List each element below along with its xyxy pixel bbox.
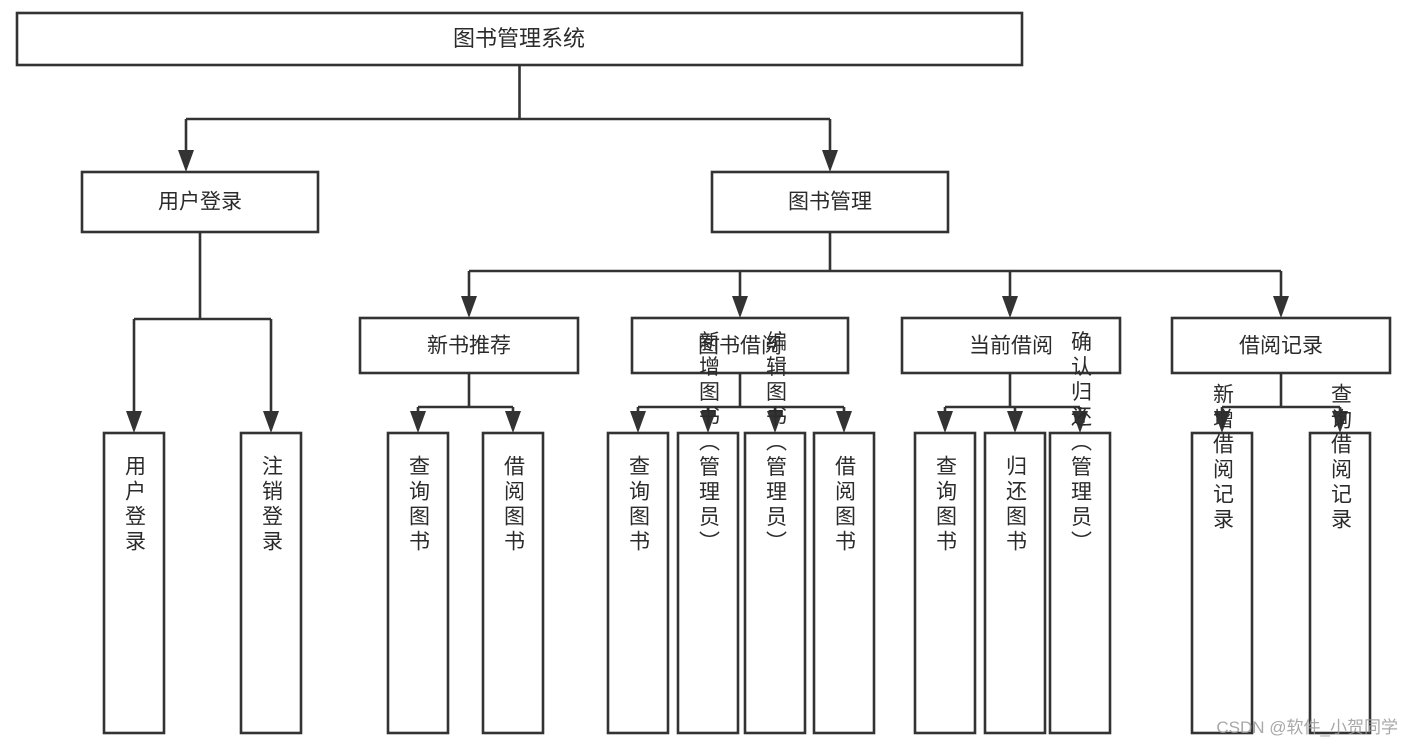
arrow-head-userlogin-1	[126, 411, 142, 433]
node-current-borrow-label: 当前借阅	[969, 335, 1053, 358]
leaf-box[interactable]	[983, 431, 1047, 735]
node-book-manage-label: 图书管理	[788, 191, 872, 214]
node-borrow-record[interactable]: 借阅记录	[1170, 316, 1392, 375]
leaf-label: 查询图书	[627, 455, 651, 555]
arrow-head-currentborrow-2	[1007, 411, 1023, 433]
node-book-manage[interactable]: 图书管理	[710, 170, 950, 234]
leaf-box[interactable]	[1308, 431, 1372, 735]
leaf-book-borrow-1[interactable]: 新增图书（管理员）	[676, 331, 740, 735]
arrow-head-bookborrow-1	[630, 411, 646, 433]
leaf-box[interactable]	[386, 431, 450, 735]
arrow-head-newbook-1	[410, 411, 426, 433]
node-root-box[interactable]	[15, 11, 1024, 67]
leaf-book-borrow-2[interactable]: 编辑图书（管理员）	[743, 331, 807, 735]
leaf-current-borrow-1[interactable]: 归还图书	[983, 431, 1047, 735]
leaf-user-login-0[interactable]: 用户登录	[102, 431, 166, 735]
leaf-label: 用户登录	[123, 455, 147, 555]
node-user-login[interactable]: 用户登录	[80, 170, 320, 234]
leaf-label: 查询图书	[934, 455, 958, 555]
leaf-book-borrow-0[interactable]: 查询图书	[606, 431, 670, 735]
arrow-head-currentborrow-1	[937, 411, 953, 433]
node-new-book-recommend[interactable]: 新书推荐	[358, 316, 580, 375]
node-new-book-recommend-label: 新书推荐	[427, 335, 511, 358]
leaf-label: 查询借阅记录	[1329, 383, 1353, 533]
arrow-head-userlogin-2	[263, 411, 279, 433]
node-book-manage-box[interactable]	[710, 170, 950, 234]
leaf-box[interactable]	[606, 431, 670, 735]
leaf-box[interactable]	[1048, 431, 1112, 735]
leaf-box[interactable]	[239, 431, 303, 735]
leaf-label: 新增借阅记录	[1211, 383, 1235, 533]
leaf-borrow-record-0[interactable]: 新增借阅记录	[1190, 383, 1254, 735]
leaf-label: 借阅图书	[502, 455, 526, 555]
arrow-head-currentborrow-3	[1072, 411, 1088, 433]
leaf-book-borrow-3[interactable]: 借阅图书	[812, 431, 876, 735]
node-current-borrow-box[interactable]	[900, 316, 1122, 375]
node-new-book-recommend-box[interactable]	[358, 316, 580, 375]
node-book-borrow-label: 图书借阅	[698, 335, 782, 358]
leaf-box[interactable]	[913, 431, 977, 735]
node-root[interactable]: 图书管理系统	[15, 11, 1024, 67]
leaf-box[interactable]	[102, 431, 166, 735]
leaf-label: 新增图书（管理员）	[697, 331, 721, 556]
arrow-head-root-1	[178, 150, 194, 172]
node-book-borrow-box[interactable]	[630, 316, 850, 375]
leaf-new-book-recommend-0[interactable]: 查询图书	[386, 431, 450, 735]
leaf-box[interactable]	[1190, 431, 1254, 735]
leaf-box[interactable]	[812, 431, 876, 735]
leaf-box[interactable]	[743, 431, 807, 735]
arrow-head-borrowrecord-1	[1214, 411, 1230, 433]
leaf-current-borrow-2[interactable]: 确认归还（管理员）	[1048, 331, 1112, 735]
arrow-head-newbook-2	[505, 411, 521, 433]
node-book-borrow[interactable]: 图书借阅	[630, 316, 850, 375]
arrow-head-bookborrow-2	[700, 411, 716, 433]
connector-layer	[126, 65, 1348, 433]
node-user-login-box[interactable]	[80, 170, 320, 234]
leaf-label: 借阅图书	[833, 455, 857, 555]
leaf-label: 注销登录	[260, 455, 284, 555]
leaf-borrow-record-1[interactable]: 查询借阅记录	[1308, 383, 1372, 735]
leaf-label: 编辑图书（管理员）	[764, 331, 788, 556]
leaf-box[interactable]	[676, 431, 740, 735]
arrow-head-bookmanage-4	[1273, 296, 1289, 318]
leaf-new-book-recommend-1[interactable]: 借阅图书	[481, 431, 545, 735]
node-user-login-label: 用户登录	[158, 191, 242, 214]
node-borrow-record-box[interactable]	[1170, 316, 1392, 375]
node-current-borrow[interactable]: 当前借阅	[900, 316, 1122, 375]
leaf-label: 归还图书	[1004, 455, 1028, 555]
arrow-head-borrowrecord-2	[1332, 411, 1348, 433]
leaf-user-login-1[interactable]: 注销登录	[239, 431, 303, 735]
csdn-watermark: CSDN @软件_小贺同学	[1216, 718, 1398, 737]
leaf-box[interactable]	[481, 431, 545, 735]
arrow-head-bookborrow-3	[767, 411, 783, 433]
leaf-current-borrow-0[interactable]: 查询图书	[913, 431, 977, 735]
leaf-label: 查询图书	[407, 455, 431, 555]
node-root-label: 图书管理系统	[453, 26, 585, 51]
arrow-head-bookmanage-3	[1002, 296, 1018, 318]
leaf-label: 确认归还（管理员）	[1069, 331, 1093, 556]
arrow-head-bookmanage-1	[461, 296, 477, 318]
arrow-head-bookborrow-4	[836, 411, 852, 433]
node-borrow-record-label: 借阅记录	[1239, 335, 1323, 358]
arrow-head-root-2	[822, 150, 838, 172]
arrow-head-bookmanage-2	[732, 296, 748, 318]
